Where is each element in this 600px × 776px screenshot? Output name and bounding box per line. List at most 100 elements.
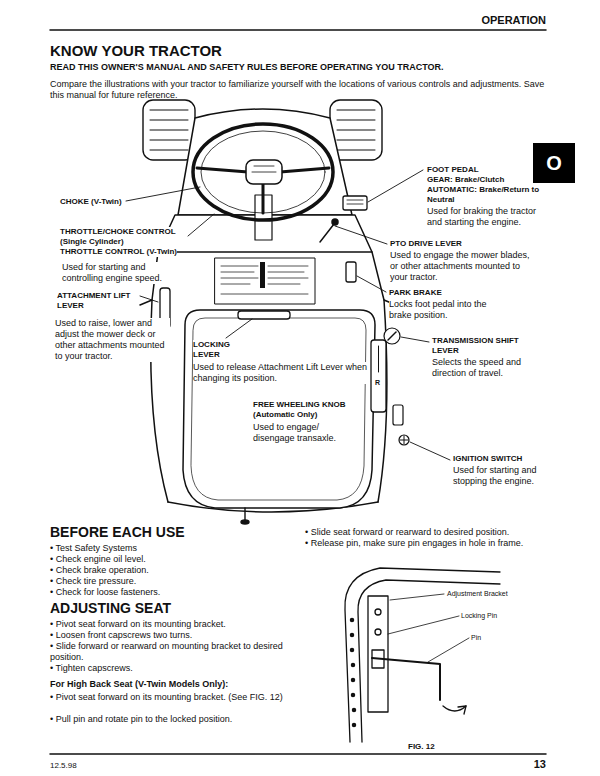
front-handle xyxy=(244,508,245,520)
rule-line xyxy=(50,753,546,755)
body-fender xyxy=(372,252,387,502)
bullet-item: • Test Safety Systems xyxy=(50,543,290,554)
foot-pedal xyxy=(347,200,363,204)
bullet-item: • Release pin, make sure pin engages in … xyxy=(305,538,555,549)
callout-text: Used to engage the mower blades, or othe… xyxy=(390,250,540,283)
ignition-switch xyxy=(393,405,409,445)
callout-name: CHOKE (V-Twin) xyxy=(60,197,122,207)
adjustment-bracket xyxy=(368,596,388,712)
callout-text: Used to raise, lower and adjust the mowe… xyxy=(55,318,170,362)
figure-label: Adjustment Bracket xyxy=(447,589,508,598)
bullet-item: • Loosen front capscrews two turns. xyxy=(50,630,295,641)
park-brake xyxy=(346,262,356,282)
steering-wheel xyxy=(252,166,276,172)
callout-name: THROTTLE CONTROL (V-Twin) xyxy=(60,247,177,257)
callout-name: AUTOMATIC: Brake/Return to Neutral xyxy=(427,185,552,205)
callout-name: FOOT PEDAL xyxy=(427,165,479,175)
figure-leader xyxy=(388,594,469,662)
body-fender xyxy=(140,252,396,512)
steering-wheel xyxy=(246,160,282,184)
leader-line xyxy=(335,226,387,244)
callout-text: Locks foot pedal into the brake position… xyxy=(389,299,494,321)
bullet-item: • Pull pin and rotate pin to the locked … xyxy=(50,714,295,725)
pto-lever xyxy=(332,219,338,225)
pto-lever xyxy=(320,219,338,242)
seat-back-figure xyxy=(358,580,500,742)
callout-name: LOCKING LEVER xyxy=(193,340,253,360)
leader-line xyxy=(410,442,450,460)
tab-letter: O xyxy=(546,152,562,174)
figure-leader xyxy=(388,616,459,634)
dash-decal xyxy=(215,258,315,304)
front-tire xyxy=(143,100,195,160)
leader-line xyxy=(140,296,158,302)
ignition-switch xyxy=(399,435,409,445)
figure-leader xyxy=(428,638,469,662)
callout-text: Selects the speed and direction of trave… xyxy=(432,357,542,379)
body-fender xyxy=(140,300,396,305)
bullet-item: • Pivot seat forward on its mounting bra… xyxy=(50,619,295,630)
figure-label: Locking Pin xyxy=(461,611,497,620)
seat-back-figure xyxy=(350,648,353,651)
adjustment-bracket xyxy=(375,629,381,635)
bullet-item: • Check brake operation. xyxy=(50,565,290,576)
bullet-item: • Check for loose fasteners. xyxy=(50,587,290,598)
seat-deck xyxy=(183,310,375,508)
steering-wheel xyxy=(193,124,333,220)
shift-lever-callout xyxy=(388,332,396,340)
seat-back-figure xyxy=(350,618,353,621)
bullet-item: • Pivot seat forward on its mounting bra… xyxy=(50,692,295,703)
ignition-switch xyxy=(400,436,408,444)
leader-line xyxy=(188,214,214,236)
foot-pedal xyxy=(343,196,367,210)
seat-deck xyxy=(183,310,375,508)
leader-line xyxy=(357,276,386,292)
bullet-item: • Tighten capscrews. xyxy=(50,663,295,674)
leader-line xyxy=(368,170,423,202)
dash-decal xyxy=(260,262,265,288)
shift-gate xyxy=(378,346,379,372)
seat-deck xyxy=(191,318,366,500)
callout-name: PARK BRAKE xyxy=(389,288,442,298)
section-heading: BEFORE EACH USE xyxy=(50,524,185,540)
locking-lever xyxy=(238,311,290,319)
page-number: 13 xyxy=(516,758,546,771)
gear-letter: R xyxy=(375,379,380,387)
seat-back-figure xyxy=(352,708,355,711)
front-handle xyxy=(241,508,249,524)
section-tab: O xyxy=(533,143,575,183)
rule-line xyxy=(50,29,546,31)
callout-name: ATTACHMENT LIFT LEVER xyxy=(57,291,137,311)
callout-name: TRANSMISSION SHIFT LEVER xyxy=(432,336,522,356)
callout-text: Used for starting and controlling engine… xyxy=(62,262,187,284)
seat-back-figure xyxy=(351,678,354,681)
seat-back-figure xyxy=(350,633,353,636)
park-brake xyxy=(346,262,356,282)
front-handle xyxy=(241,520,249,524)
tire-tread xyxy=(150,110,188,150)
callout-text: Used for starting and stopping the engin… xyxy=(453,465,558,487)
leader-line xyxy=(226,319,252,338)
rotate-arrow xyxy=(458,706,466,714)
shift-gate xyxy=(371,340,386,412)
steering-wheel xyxy=(193,124,333,240)
adjustment-bracket xyxy=(368,596,388,712)
seat-back-figure xyxy=(352,723,355,726)
bullet-item: • Check engine oil level. xyxy=(50,554,290,565)
pto-lever xyxy=(320,224,334,242)
locking-pin xyxy=(372,658,440,700)
subheading: READ THIS OWNER'S MANUAL AND SAFETY RULE… xyxy=(50,62,444,73)
shift-lever-callout xyxy=(384,328,400,344)
figure-caption: FIG. 12 xyxy=(408,742,435,752)
section-header: OPERATION xyxy=(426,14,546,27)
bullet-item: • Slide seat forward or rearward to desi… xyxy=(305,527,555,538)
rule-line xyxy=(50,30,546,754)
page-title: KNOW YOUR TRACTOR xyxy=(50,42,222,60)
leader-line xyxy=(126,187,200,201)
figure-leader xyxy=(390,594,444,600)
callout-text: Used for braking the tractor and startin… xyxy=(427,206,539,228)
callout-text: Used to engage/ disengage transaxle. xyxy=(253,422,353,444)
callout-name: IGNITION SWITCH xyxy=(453,454,522,464)
